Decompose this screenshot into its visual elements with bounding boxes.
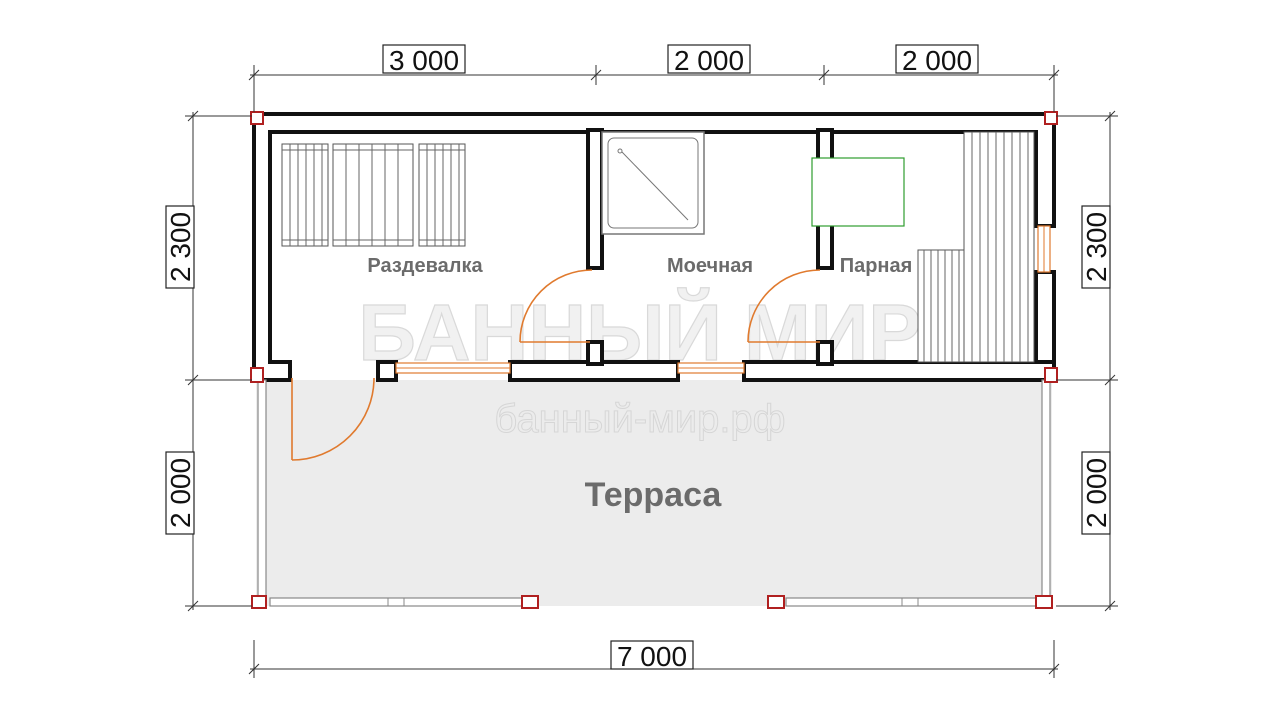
post [521,595,539,609]
shower-drain [617,148,623,154]
dim-top-3: 2 000 [902,45,972,76]
bench-slats [282,144,465,246]
wall-left-inner-fill [256,116,268,378]
door-entrance-arc [291,377,375,461]
shelf-upper [963,131,1035,363]
steam-shelves [917,131,1035,363]
bench-right [418,143,466,247]
dim-top-1: 3 000 [389,45,459,76]
post [250,111,264,125]
room-label-washroom: Моечная [667,255,753,277]
dressing-benches [281,143,466,247]
terrace-floor [256,380,1052,606]
door-steam-arc [747,269,821,343]
dimension-bottom: 7 000 [248,640,1060,678]
dim-left-upper: 2 300 [165,212,196,282]
room-label-dressing: Раздевалка [367,255,483,277]
wall-right-upper [1034,112,1056,228]
wall-bottom-post [376,360,398,382]
shelf-slats [923,132,1029,362]
post [1044,111,1058,125]
watermark-site: банный-мир.рф [494,397,785,441]
rail-front-right [785,597,1039,607]
dim-left-lower: 2 000 [165,458,196,528]
room-label-terrace: Терраса [585,476,723,514]
partition-1-lower [586,340,604,366]
wall-top-inner-fill [256,116,1052,130]
post [251,595,267,609]
dim-bottom-total: 7 000 [617,641,687,672]
rail-left [257,379,267,601]
rail-right [1041,379,1051,601]
bench-center [332,143,414,247]
partition-1-upper [586,128,604,270]
dim-right-lower: 2 000 [1081,458,1112,528]
shower-drain-line [621,151,689,221]
stove [811,157,905,227]
partition-2-lower [816,340,834,366]
bench-left [281,143,329,247]
post [1044,367,1058,383]
shower-tray [601,131,705,235]
door-washroom-arc [519,269,593,343]
post [1035,595,1053,609]
dimension-top: 3 000 2 000 2 000 [248,44,1060,112]
dim-right-upper: 2 300 [1081,212,1112,282]
posts [250,111,1058,609]
windows [395,225,1051,374]
post [250,367,264,383]
partition-inner-fill [590,132,600,134]
shelf-lower [917,249,965,363]
doors [291,269,821,461]
wall-bottom-c [742,360,1056,382]
dimension-left: 2 300 2 000 [165,110,252,612]
post [767,595,785,609]
dimension-right: 2 300 2 000 [1056,110,1118,612]
rail-front-left [269,597,523,607]
room-label-steam: Парная [840,255,913,277]
dim-top-2: 2 000 [674,45,744,76]
